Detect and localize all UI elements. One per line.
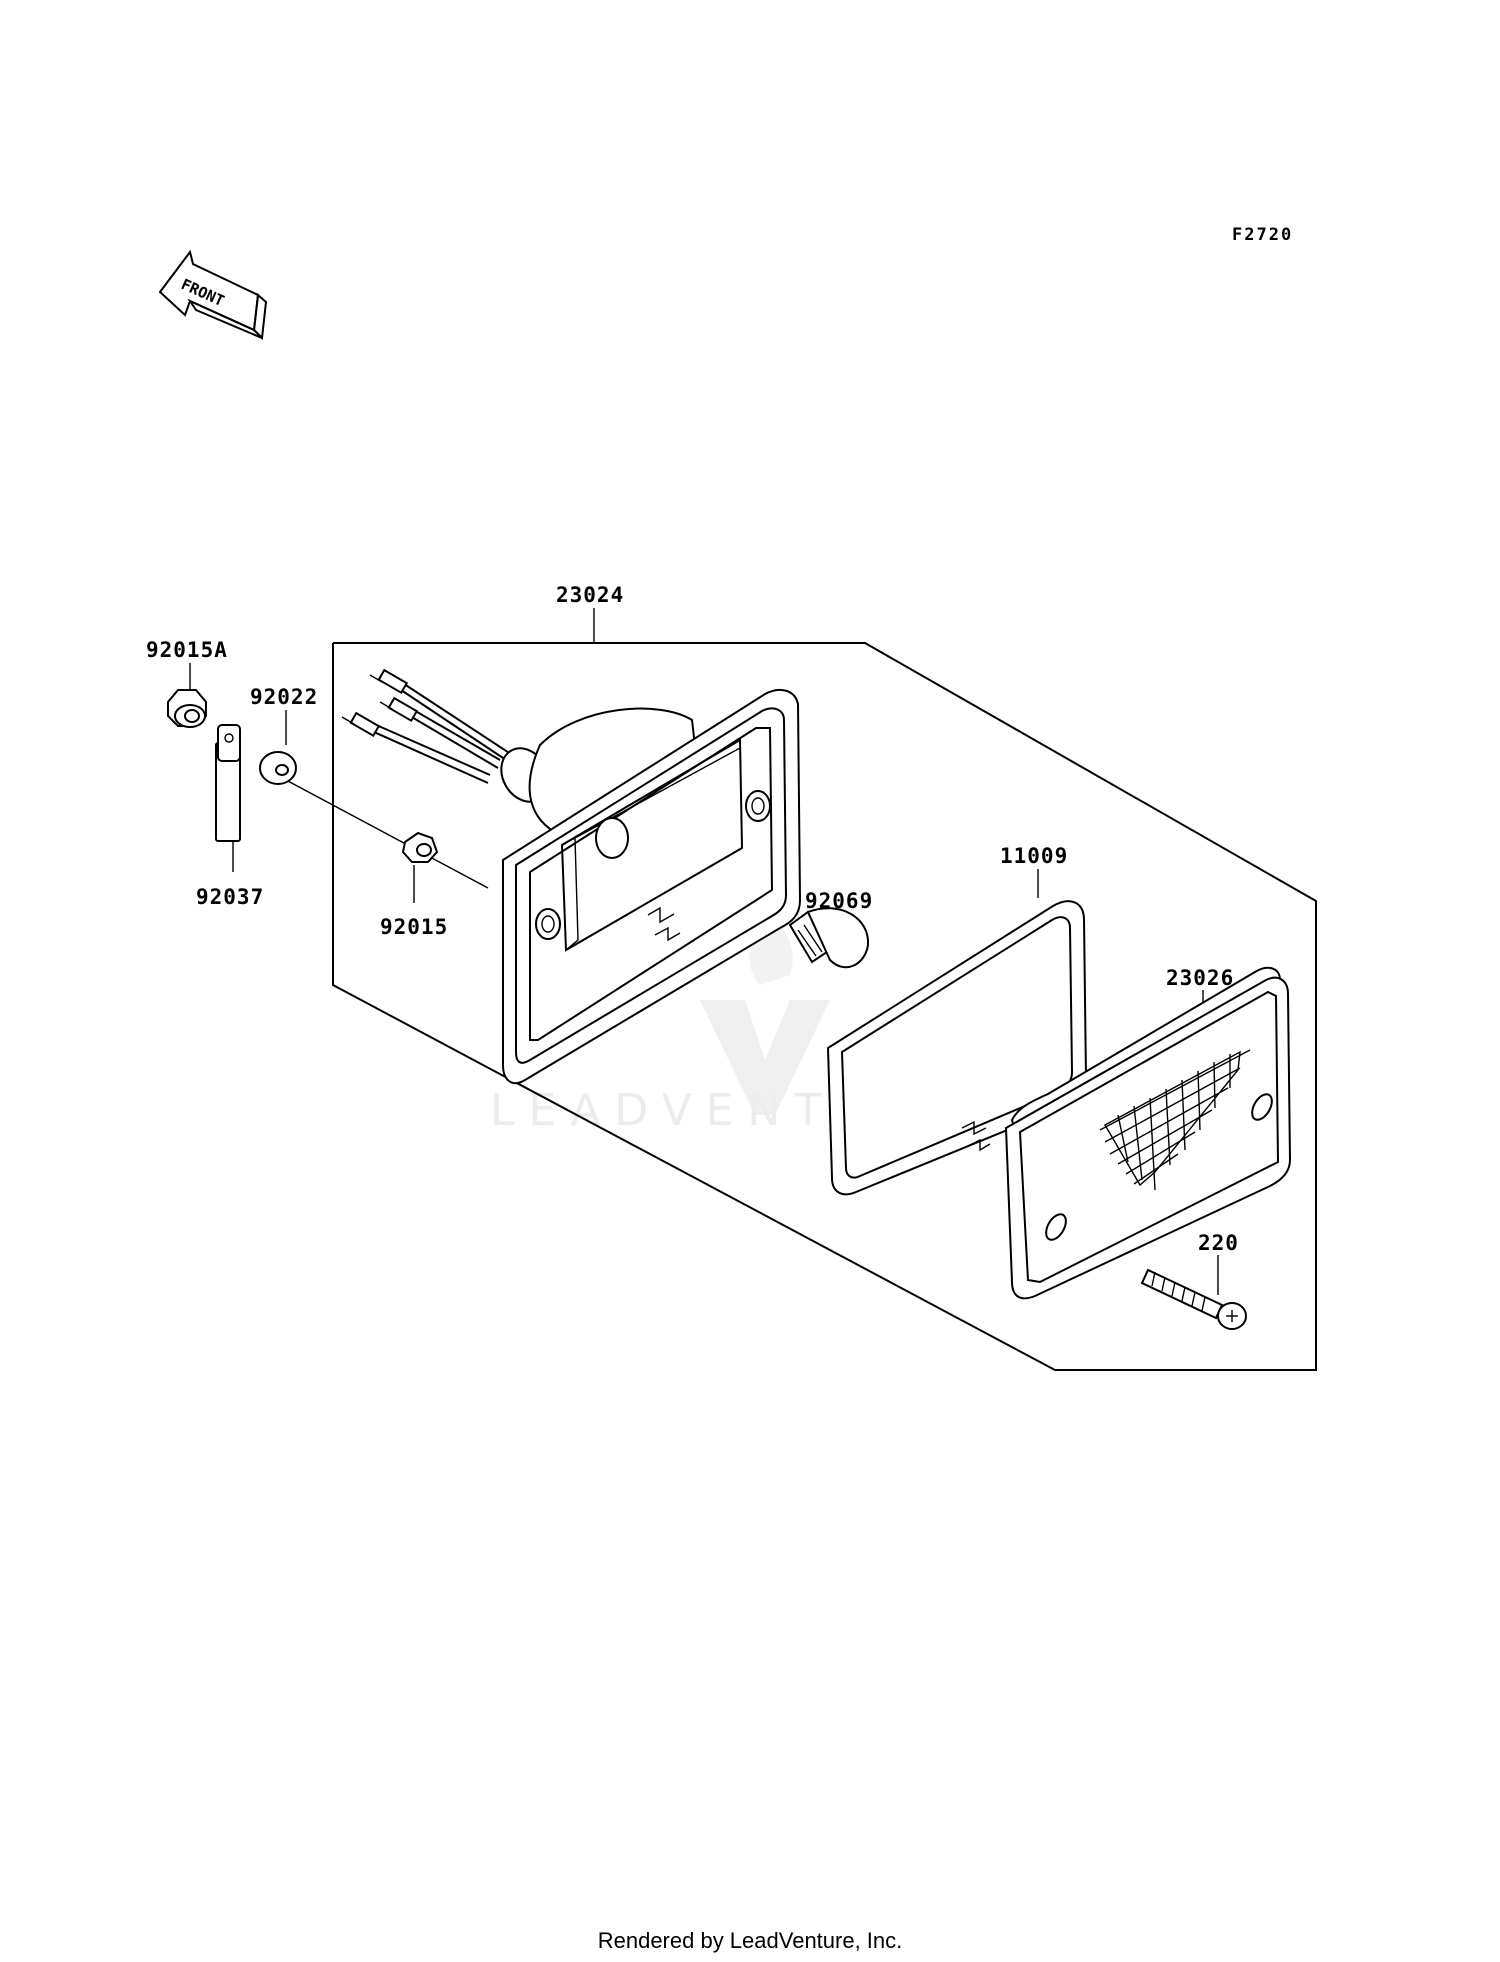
part-label-220: 220: [1198, 1231, 1239, 1255]
screw-220: [1140, 1268, 1247, 1330]
washer-92022: [259, 751, 297, 785]
part-label-23026: 23026: [1166, 966, 1234, 990]
part-label-92015a: 92015A: [146, 638, 228, 662]
part-label-92037: 92037: [196, 885, 264, 909]
front-arrow-icon: FRONT: [158, 249, 268, 341]
lens-grid-pattern: [1099, 1049, 1251, 1191]
assembly-outline: [332, 642, 1317, 1371]
part-label-23024: 23024: [556, 583, 624, 607]
front-label: FRONT: [178, 275, 227, 310]
leader-lines: [189, 608, 1219, 1295]
footer-credit: Rendered by LeadVenture, Inc.: [597, 1928, 903, 1953]
tail-lamp-housing-23024: [341, 668, 802, 1085]
part-label-92015: 92015: [380, 915, 448, 939]
bulb-92069: [788, 907, 870, 969]
figure-code: F2720: [1232, 225, 1293, 245]
lens-23026: [1004, 966, 1292, 1300]
flange-nut-92015a: [167, 689, 207, 728]
nut-92015: [401, 831, 439, 863]
part-label-92022: 92022: [250, 685, 318, 709]
part-label-11009: 11009: [1000, 844, 1068, 868]
watermark-logo-icon: [700, 1000, 830, 1115]
part-label-92069: 92069: [805, 889, 873, 913]
wire-harness: [341, 668, 521, 784]
band-92037: [215, 724, 241, 842]
